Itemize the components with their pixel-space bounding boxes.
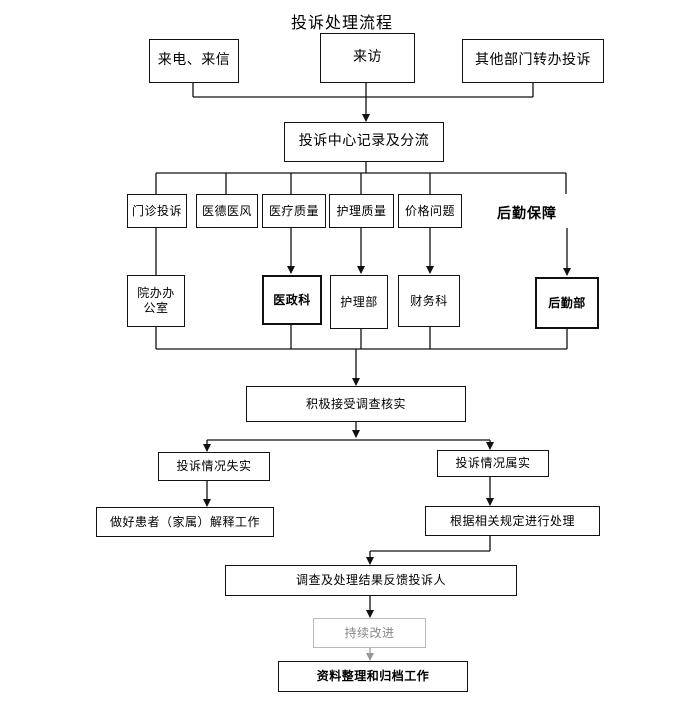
investigate-box: 积极接受调查核实 (246, 386, 466, 422)
action-handle-box: 根据相关规定进行处理 (425, 506, 600, 536)
dept-finance-box: 财务科 (398, 275, 460, 327)
category-nursing-box: 护理质量 (329, 194, 394, 228)
source-transfer-box: 其他部门转办投诉 (462, 39, 604, 83)
source-visit-box: 来访 (320, 33, 415, 83)
category-logistics-label: 后勤保障 (497, 206, 557, 222)
center-record-box: 投诉中心记录及分流 (284, 122, 444, 162)
page-title: 投诉处理流程 (290, 13, 393, 32)
category-quality-box: 医疗质量 (262, 194, 326, 228)
dept-logistics-box: 后勤部 (535, 277, 599, 329)
feedback-box: 调查及处理结果反馈投诉人 (225, 565, 517, 596)
dept-medical-box: 医政科 (262, 275, 322, 325)
category-ethics-box: 医德医风 (196, 194, 258, 228)
category-outpatient-box: 门诊投诉 (127, 194, 187, 228)
archive-box: 资料整理和归档工作 (278, 661, 468, 692)
improve-box: 持续改进 (313, 618, 426, 648)
source-letters-box: 来电、来信 (149, 39, 239, 83)
outcome-true-box: 投诉情况属实 (437, 450, 549, 477)
category-price-box: 价格问题 (398, 194, 462, 228)
dept-nursing-box: 护理部 (330, 275, 388, 329)
action-explain-box: 做好患者（家属）解释工作 (96, 507, 274, 537)
outcome-false-box: 投诉情况失实 (158, 452, 270, 481)
dept-office-box: 院办办公室 (127, 275, 185, 327)
